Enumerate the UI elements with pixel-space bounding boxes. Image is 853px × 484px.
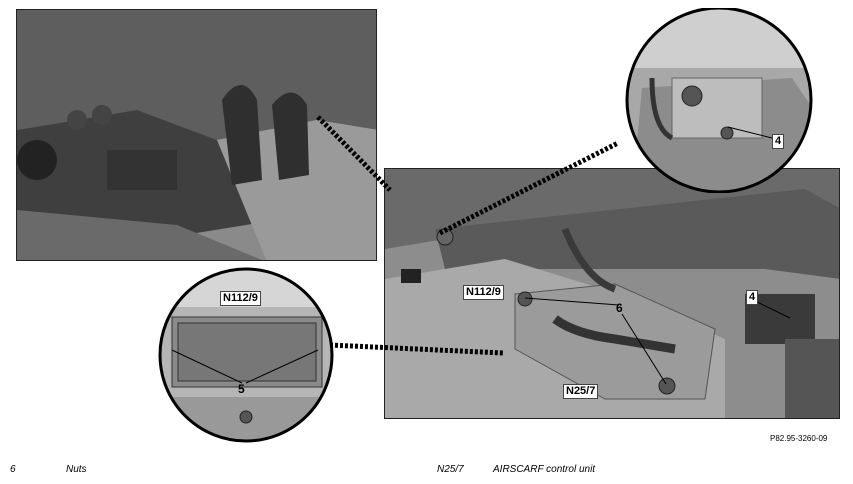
callout-4-main: 4 [746,290,759,305]
leader-six-right [621,313,667,385]
connector-bottom-inset-to-main [329,342,504,356]
connector-main-to-top-inset [438,140,620,236]
leader-five-left [171,349,243,384]
legend-item-text: Nuts [66,464,87,475]
leader-four-inset [727,126,781,141]
interior-overview-photo [16,9,377,261]
main-detail-illustration [385,169,839,418]
leader-four-main [752,299,791,319]
leader-five-right [245,349,319,384]
figure-reference-code: P82.95-3260-09 [770,434,828,443]
interior-overview-illustration [17,10,376,260]
callout-5: 5 [238,382,245,396]
legend-item-number: N25/7 [437,464,464,475]
callout-n112-9-inset: N112/9 [220,291,261,306]
legend-item-number: 6 [10,464,16,475]
legend-item-text: AIRSCARF control unit [493,464,596,475]
main-detail-photo [384,168,840,419]
leader-six-left [524,297,620,306]
inset-nut-detail [625,8,813,193]
callout-n112-9-main: N112/9 [463,285,504,300]
callout-6: 6 [616,301,623,315]
callout-n25-7: N25/7 [563,384,599,399]
connector-overview-to-main [316,115,392,192]
callout-4-inset: 4 [772,134,785,149]
